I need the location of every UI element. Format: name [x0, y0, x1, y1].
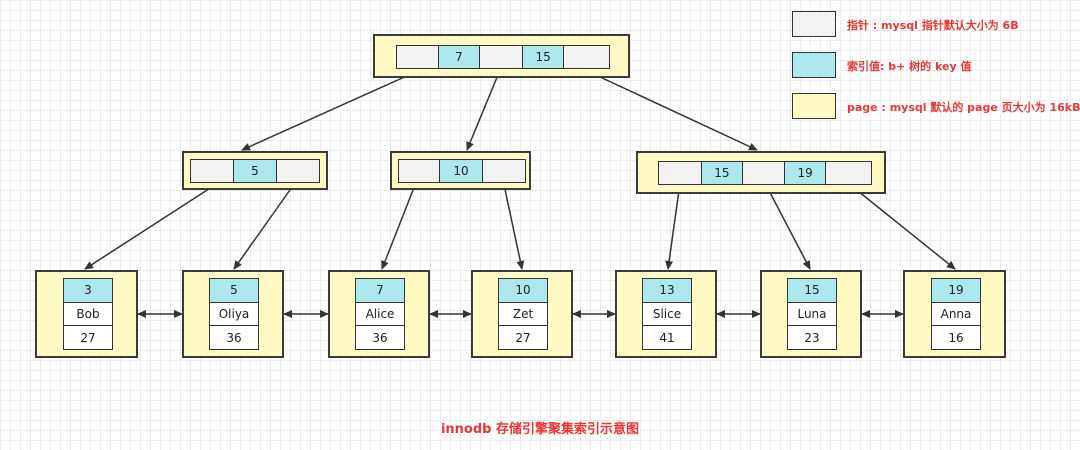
leaf-page-5: 13 Slice 41 [615, 270, 717, 358]
arrow-root-to-page-3 [584, 69, 758, 151]
record: 13 Slice 41 [642, 278, 692, 350]
record-age: 36 [372, 330, 388, 345]
internal-page-1-slots: 5 [190, 159, 320, 183]
record: 5 Oliya 36 [209, 278, 259, 350]
record-name: Zet [499, 303, 547, 327]
legend-key-label: 索引值: b+ 树的 key 值 [847, 60, 972, 73]
record: 15 Luna 23 [787, 278, 837, 350]
record-name: Luna [788, 303, 836, 327]
internal-page-3: 15 19 [636, 151, 886, 194]
root-key-1: 7 [438, 46, 481, 68]
record: 3 Bob 27 [63, 278, 113, 350]
internal-page-1-key: 5 [234, 160, 277, 182]
leaf-page-2: 5 Oliya 36 [182, 270, 284, 358]
record-age: 23 [804, 330, 820, 345]
record-age: 27 [80, 330, 96, 345]
arrow-p3-to-leaf-7 [847, 182, 956, 270]
pointer-slot [276, 160, 319, 182]
internal-page-2: 10 [390, 151, 531, 190]
internal-page-1: 5 [182, 151, 328, 190]
record-id: 3 [64, 279, 112, 303]
root-slots: 7 15 [396, 45, 610, 69]
legend-pointer-swatch [792, 11, 836, 37]
record-age: 27 [515, 330, 531, 345]
diagram-caption: innodb 存储引擎聚集索引示意图 [440, 422, 640, 437]
arrow-root-to-page-2 [466, 69, 501, 151]
record: 10 Zet 27 [498, 278, 548, 350]
record-name: Anna [932, 303, 980, 327]
arrow-p3-to-leaf-6 [764, 182, 811, 270]
record-age: 16 [948, 330, 964, 345]
leaf-page-7: 19 Anna 16 [903, 270, 1006, 358]
root-page: 7 15 [373, 34, 630, 78]
legend-pointer-label: 指针 : mysql 指针默认大小为 6B [847, 19, 1019, 32]
internal-page-2-key: 10 [440, 160, 483, 182]
record-id: 5 [210, 279, 258, 303]
record-name: Slice [643, 303, 691, 327]
record-age: 41 [659, 330, 675, 345]
internal-page-2-slots: 10 [398, 159, 526, 183]
internal-page-3-key-2: 19 [784, 162, 827, 184]
pointer-slot [480, 46, 523, 68]
record-id: 7 [356, 279, 404, 303]
pointer-slot [659, 162, 702, 184]
pointer-slot [482, 160, 525, 182]
pointer-slot [397, 46, 439, 68]
record-id: 19 [932, 279, 980, 303]
leaf-page-1: 3 Bob 27 [35, 270, 138, 358]
pointer-slot [399, 160, 441, 182]
internal-page-3-key-1: 15 [701, 162, 744, 184]
record-age: 36 [226, 330, 242, 345]
arrow-p2-to-leaf-4 [502, 179, 525, 270]
record-name: Oliya [210, 303, 258, 327]
pointer-slot [743, 162, 785, 184]
leaf-page-3: 7 Alice 36 [328, 270, 430, 358]
pointer-slot [191, 160, 235, 182]
internal-page-3-slots: 15 19 [658, 161, 872, 185]
legend-key-swatch [792, 52, 836, 78]
leaf-page-4: 10 Zet 27 [471, 270, 573, 358]
legend-page-label: page : mysql 默认的 page 页大小为 16kB [847, 101, 1080, 114]
record-id: 10 [499, 279, 547, 303]
pointer-slot [564, 46, 609, 68]
record-name: Bob [64, 303, 112, 327]
arrow-p1-to-leaf-2 [233, 179, 298, 270]
record: 7 Alice 36 [355, 278, 405, 350]
arrow-root-to-page-1 [241, 69, 421, 151]
root-key-2: 15 [522, 46, 565, 68]
record-id: 15 [788, 279, 836, 303]
record-id: 13 [643, 279, 691, 303]
record-name: Alice [356, 303, 404, 327]
legend-page-swatch [792, 93, 836, 119]
leaf-page-6: 15 Luna 23 [760, 270, 862, 358]
arrow-p3-to-leaf-5 [665, 182, 681, 270]
pointer-slot [826, 162, 871, 184]
arrow-p2-to-leaf-3 [381, 179, 418, 270]
record: 19 Anna 16 [931, 278, 981, 350]
